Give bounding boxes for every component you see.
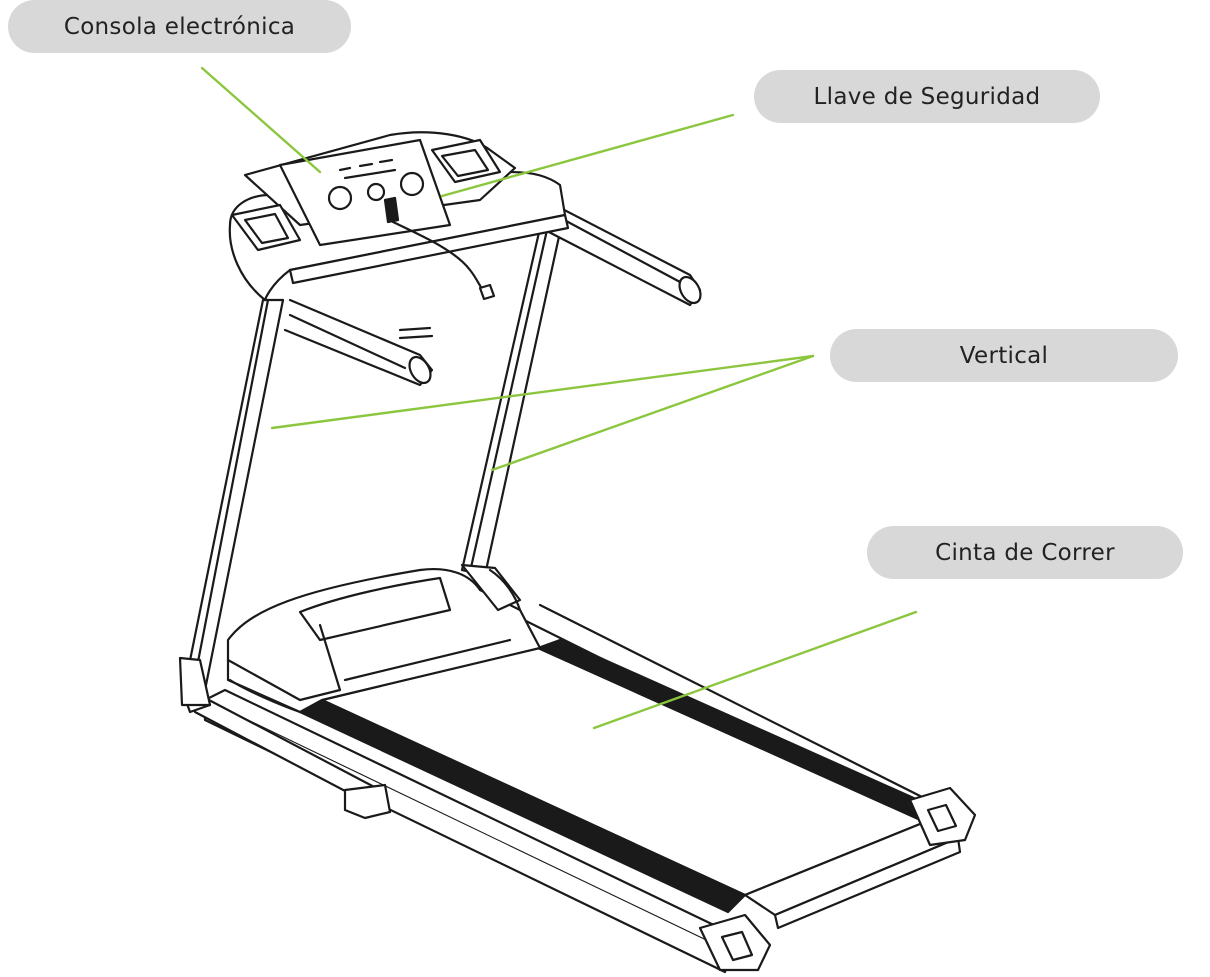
treadmill-deck	[180, 603, 977, 974]
motor-cover	[226, 568, 542, 714]
leader-line-llave	[440, 113, 735, 198]
leader-line-vertical-left	[270, 354, 815, 430]
label-llave-de-seguridad: Llave de Seguridad	[754, 70, 1100, 123]
label-cinta-de-correr: Cinta de Correr	[867, 526, 1183, 579]
handrails	[283, 198, 702, 387]
console-frame	[228, 131, 570, 302]
label-consola-electronica: Consola electrónica	[8, 0, 351, 53]
leader-line-consola	[200, 66, 322, 174]
leader-lines	[200, 66, 918, 730]
left-upright	[178, 298, 285, 707]
leader-line-cinta	[592, 610, 918, 730]
leader-line-vertical-right	[490, 354, 815, 472]
label-vertical: Vertical	[830, 329, 1178, 382]
right-upright	[460, 226, 562, 612]
treadmill-drawing	[178, 131, 977, 974]
